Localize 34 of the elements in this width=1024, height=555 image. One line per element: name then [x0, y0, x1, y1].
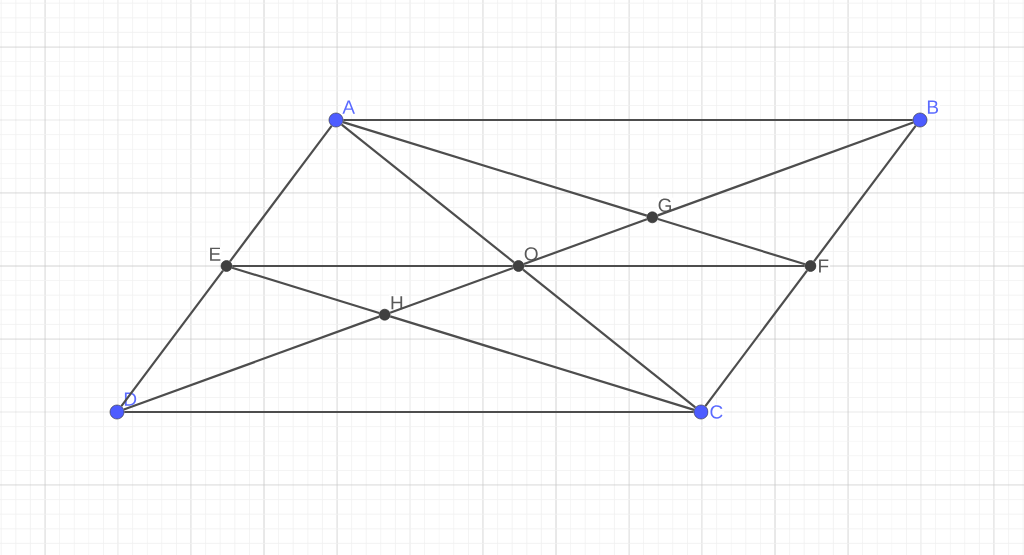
node-label: F: [819, 259, 829, 273]
point: A: [328, 99, 357, 128]
line-segment: [341, 123, 515, 264]
node-label: C: [710, 405, 723, 419]
line-segment: [342, 121, 648, 217]
node-label: G: [658, 198, 671, 213]
line-segment: [229, 125, 333, 263]
line-segment: [704, 270, 808, 407]
node-label: A: [342, 100, 355, 114]
point: O: [512, 246, 540, 272]
point: B: [912, 99, 941, 128]
point: G: [646, 197, 674, 224]
line-segment: [657, 218, 806, 266]
node-label: H: [391, 296, 403, 310]
line-segment: [524, 264, 805, 268]
node-label: B: [927, 100, 939, 114]
line-segment: [231, 266, 380, 315]
node-label: O: [524, 247, 538, 261]
line-segment: [343, 118, 913, 122]
line-segment: [389, 315, 695, 411]
point: H: [378, 295, 405, 321]
point: F: [804, 258, 831, 274]
line-segment: [120, 270, 224, 407]
point: C: [693, 404, 725, 420]
node-label: E: [210, 247, 221, 261]
line-segment: [389, 266, 514, 314]
point: E: [207, 246, 233, 272]
line-segment: [813, 125, 917, 263]
line-segment: [232, 264, 513, 268]
line-segment: [123, 315, 380, 411]
line-segment: [657, 121, 914, 217]
line-segment: [124, 410, 694, 414]
line-segment: [522, 268, 696, 409]
line-segment: [523, 218, 648, 266]
